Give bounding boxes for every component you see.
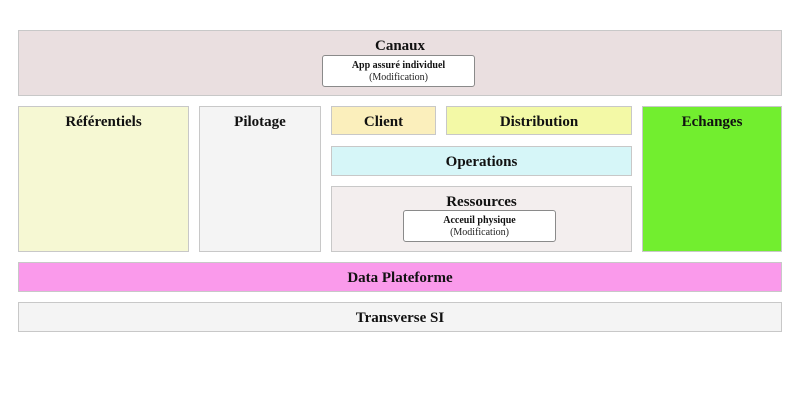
ressources-title: Ressources [446,194,517,210]
pilotage-title: Pilotage [234,114,286,130]
app-status: (Modification) [450,227,509,238]
app-status: (Modification) [369,72,428,83]
app-name: Acceuil physique [443,215,516,226]
distribution-block: Distribution [446,106,632,135]
operations-block: Operations [331,146,632,176]
ressources-block: Ressources Acceuil physique (Modificatio… [331,186,632,252]
canaux-title: Canaux [374,38,426,54]
data-plateforme-title: Data Plateforme [347,270,453,286]
referentiels-block: Référentiels [18,106,189,252]
pilotage-block: Pilotage [199,106,321,252]
operations-title: Operations [445,154,518,170]
referentiels-title: Référentiels [65,114,142,130]
app-name: App assuré individuel [351,60,446,71]
client-title: Client [363,114,404,130]
transverse-si-title: Transverse SI [355,310,445,326]
echanges-block: Echanges [642,106,782,252]
data-plateforme-block: Data Plateforme [18,262,782,292]
echanges-title: Echanges [681,114,743,130]
client-block: Client [331,106,436,135]
canaux-block: Canaux App assuré individuel (Modificati… [18,30,782,96]
transverse-si-block: Transverse SI [18,302,782,332]
app-assure-individuel-box[interactable]: App assuré individuel (Modification) [322,55,475,87]
distribution-title: Distribution [499,114,579,130]
acceuil-physique-box[interactable]: Acceuil physique (Modification) [403,210,556,242]
